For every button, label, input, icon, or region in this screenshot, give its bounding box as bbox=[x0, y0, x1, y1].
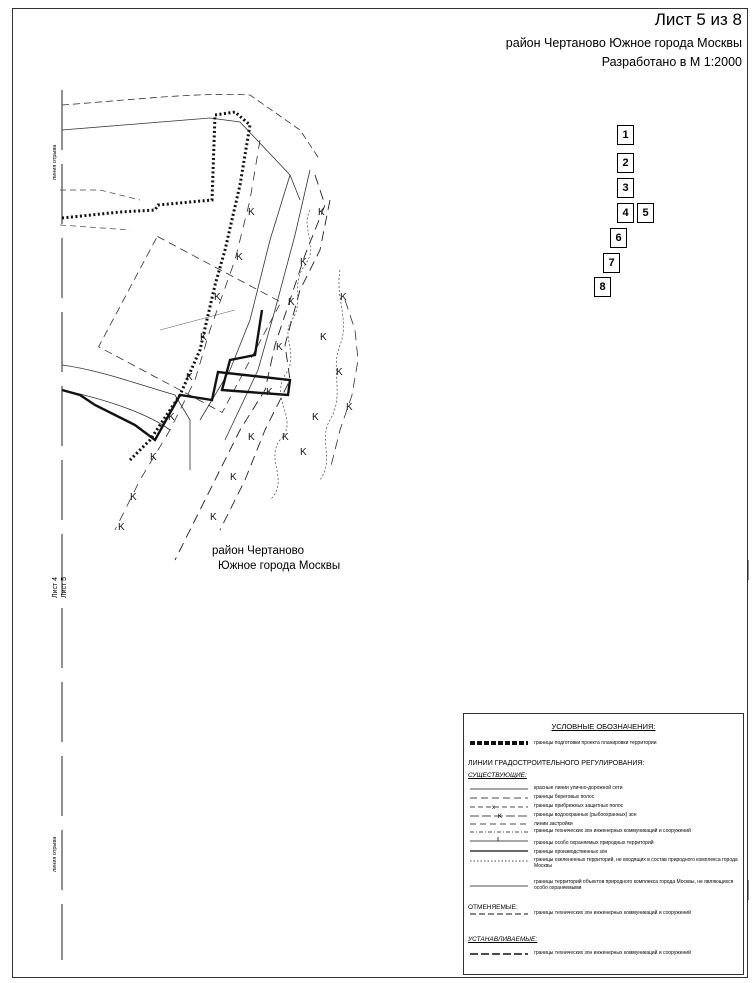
index-sheet-4: 4 bbox=[617, 203, 634, 223]
map-legend: x K УСЛОВНЫЕ ОБОЗНАЧЕНИЯ: границы подгот… bbox=[463, 713, 744, 975]
legend-section-title: ЛИНИИ ГРАДОСТРОИТЕЛЬНОГО РЕГУЛИРОВАНИЯ: bbox=[468, 760, 645, 767]
svg-text:K: K bbox=[288, 297, 295, 308]
legend-item: границы территорий объектов природного к… bbox=[534, 879, 734, 891]
svg-text:K: K bbox=[266, 387, 273, 398]
water-protection-line bbox=[174, 174, 326, 561]
svg-text:K: K bbox=[498, 814, 502, 820]
technical-zone-line bbox=[61, 309, 292, 442]
legend-item: границы технических зон инженерных комму… bbox=[534, 910, 691, 916]
legend-existing-title: СУЩЕСТВУЮЩИЕ: bbox=[468, 772, 527, 779]
legend-symbols: x K bbox=[470, 741, 528, 955]
break-line-label-top: линия отрыва bbox=[52, 144, 58, 180]
building-line bbox=[59, 189, 141, 231]
svg-text:K: K bbox=[236, 252, 243, 263]
svg-text:K: K bbox=[346, 402, 353, 413]
svg-text:K: K bbox=[300, 447, 307, 458]
legend-item: границы особо охраняемых природных терри… bbox=[534, 840, 654, 846]
sheet-number: Лист 5 из 8 bbox=[654, 10, 742, 29]
svg-text:K: K bbox=[186, 372, 193, 383]
svg-text:K: K bbox=[200, 332, 207, 343]
water-zone-marks: KKK KKK KKK KKK KKK KKK KKK KKK bbox=[118, 207, 353, 533]
legend-item: границы водоохранных (рыбоохранных) зон bbox=[534, 812, 637, 818]
district-title: район Чертаново Южное города Москвы bbox=[505, 36, 742, 50]
svg-text:K: K bbox=[150, 452, 157, 463]
svg-text:K: K bbox=[340, 292, 347, 303]
project-boundary bbox=[61, 110, 252, 462]
legend-item: границы прибрежных защитных полос bbox=[534, 803, 624, 809]
city-map-label: Южное города Москвы bbox=[218, 560, 341, 572]
district-map-label: район Чертаново bbox=[212, 545, 305, 557]
zone-outline bbox=[98, 235, 282, 414]
svg-text:K: K bbox=[318, 207, 325, 218]
water-protection-line bbox=[329, 299, 359, 471]
water-protection-line bbox=[219, 199, 331, 531]
svg-text:K: K bbox=[130, 492, 137, 503]
svg-text:K: K bbox=[336, 367, 343, 378]
zone-label-line bbox=[159, 309, 236, 331]
scale-note: Разработано в М 1:2000 bbox=[601, 55, 742, 69]
river-bank bbox=[269, 209, 312, 501]
index-sheet-5: 5 bbox=[637, 203, 654, 223]
legend-item: границы производственных зон bbox=[534, 849, 608, 855]
svg-text:K: K bbox=[210, 512, 217, 523]
legend-item: границы береговых полос bbox=[534, 794, 595, 800]
index-sheet-6: 6 bbox=[610, 228, 627, 248]
sheet-join-label-2: Лист 5 bbox=[61, 576, 68, 598]
street-red-line bbox=[61, 93, 321, 161]
svg-text:K: K bbox=[282, 432, 289, 443]
svg-text:K: K bbox=[320, 332, 327, 343]
index-sheet-3: 3 bbox=[617, 178, 634, 198]
svg-text:K: K bbox=[168, 412, 175, 423]
break-line-label-bottom: линия отрыва bbox=[52, 836, 58, 872]
svg-text:K: K bbox=[300, 257, 307, 268]
legend-cancelled-title: ОТМЕНЯЕМЫЕ: bbox=[468, 904, 518, 911]
index-sheet-8: 8 bbox=[594, 277, 611, 297]
street-red-line bbox=[199, 174, 291, 421]
legend-item: красные линии улично-дорожной сети bbox=[534, 785, 623, 791]
legend-item: границы технических зон инженерных комму… bbox=[534, 950, 691, 956]
sheet-frame bbox=[12, 8, 748, 978]
svg-text:K: K bbox=[248, 207, 255, 218]
svg-text:x: x bbox=[492, 805, 495, 811]
legend-established-title: УСТАНАВЛИВАЕМЫЕ: bbox=[468, 936, 538, 943]
index-sheet-1: 1 bbox=[617, 125, 634, 145]
street-red-line bbox=[61, 364, 191, 470]
legend-item: границы озелененных территорий, не входя… bbox=[534, 857, 738, 869]
svg-text:K: K bbox=[230, 472, 237, 483]
legend-boundary-label: границы подготовки проекта планировки те… bbox=[534, 740, 657, 746]
index-sheet-2: 2 bbox=[617, 153, 634, 173]
index-sheet-7: 7 bbox=[603, 253, 620, 273]
legend-item: границы технических зон инженерных комму… bbox=[534, 828, 691, 834]
street-red-line bbox=[61, 117, 301, 201]
street-red-line bbox=[61, 389, 171, 431]
street-red-line bbox=[224, 169, 311, 441]
svg-text:K: K bbox=[214, 292, 221, 303]
river-bank bbox=[319, 269, 344, 481]
legend-item: линии застройки bbox=[534, 821, 573, 827]
svg-text:K: K bbox=[118, 522, 125, 533]
legend-title: УСЛОВНЫЕ ОБОЗНАЧЕНИЯ: bbox=[551, 722, 656, 731]
sheet-join-label-1: Лист 4 bbox=[52, 576, 59, 598]
svg-text:K: K bbox=[312, 412, 319, 423]
svg-text:K: K bbox=[248, 432, 255, 443]
svg-text:K: K bbox=[276, 342, 283, 353]
coastal-strip-line bbox=[114, 139, 261, 531]
